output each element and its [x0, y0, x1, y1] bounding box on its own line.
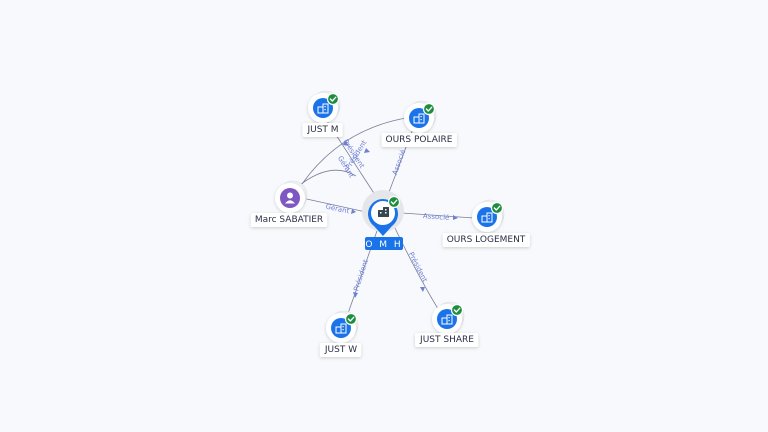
node-label-bg [250, 213, 328, 227]
building-icon [477, 207, 497, 227]
node-label-bg [381, 133, 457, 147]
verified-check-icon [387, 195, 401, 209]
node-label-bg [319, 343, 362, 357]
building-icon [409, 108, 429, 128]
arrowhead [343, 140, 349, 146]
node-label-group: Marc SABATIER [250, 213, 328, 227]
arrowhead [364, 148, 370, 153]
verified-check-icon [490, 201, 504, 215]
person-icon [280, 188, 300, 208]
edge-center-ours-logement [401, 212, 475, 219]
edge-marc-center [301, 197, 367, 213]
edge-label: Président [407, 251, 429, 284]
center-tag [365, 237, 403, 250]
nodes-layer: JUST M OURS POLAIRE Marc SABATIER OURS LOGE… [250, 90, 530, 357]
node-just-m[interactable]: JUST M [302, 90, 343, 137]
node-label-group: JUST M [302, 123, 343, 137]
edge-label: Gérant [325, 203, 350, 216]
node-label: JUST SHARE [419, 335, 474, 345]
arrowhead [351, 209, 356, 214]
node-label-group: OURS POLAIRE [381, 133, 457, 147]
building-icon [331, 318, 351, 338]
verified-check-icon [344, 312, 358, 326]
node-just-share[interactable]: JUST SHARE [415, 301, 479, 347]
node-just-w[interactable]: JUST W [319, 310, 362, 357]
edge-label: Associé [391, 149, 408, 177]
node-ours-polaire[interactable]: OURS POLAIRE [381, 100, 457, 147]
center-label: O M H [365, 240, 402, 250]
edge-label: Président [352, 258, 370, 292]
verified-check-icon [450, 303, 464, 317]
arrowhead [353, 292, 358, 298]
building-icon [378, 207, 389, 217]
verified-check-icon [326, 92, 340, 106]
edge-center-just-share [393, 225, 441, 313]
node-marc[interactable]: Marc SABATIER [250, 180, 328, 227]
edge-label: Associé [423, 212, 450, 222]
node-label-bg [442, 233, 530, 247]
node-label: JUST W [324, 345, 357, 355]
building-icon [313, 98, 333, 118]
node-label-bg [415, 333, 479, 347]
arrowhead [453, 215, 458, 220]
edge-marc-ours-polaire [301, 117, 407, 185]
node-label-group: OURS LOGEMENT [442, 233, 530, 247]
node-label: JUST M [306, 125, 338, 135]
node-label-group: JUST W [319, 343, 362, 357]
building-icon [437, 309, 457, 329]
node-label-group: JUST SHARE [415, 333, 479, 347]
node-label: OURS LOGEMENT [447, 235, 526, 245]
node-label: OURS POLAIRE [386, 135, 453, 145]
arrowhead [420, 287, 425, 292]
node-label-bg [302, 123, 343, 137]
node-label: Marc SABATIER [255, 215, 323, 225]
node-ours-logement[interactable]: OURS LOGEMENT [442, 199, 530, 247]
verified-check-icon [422, 102, 436, 116]
center-node-omh[interactable]: O M H [362, 190, 404, 250]
